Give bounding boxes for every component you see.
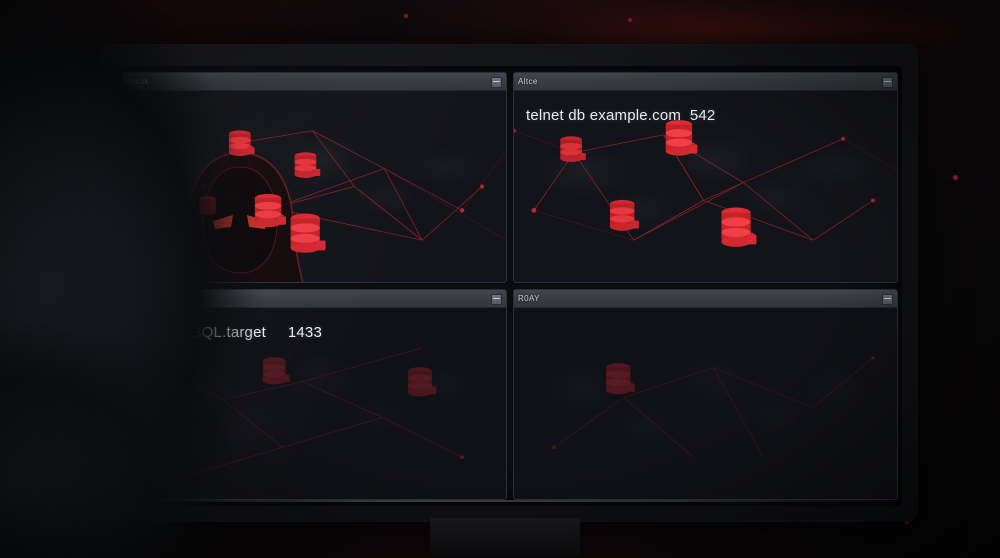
minimize-icon[interactable] bbox=[491, 294, 502, 305]
database-cylinder-icon bbox=[560, 120, 757, 247]
ambient-speck bbox=[404, 14, 408, 18]
panel-bottom-right-body bbox=[514, 308, 897, 499]
panel-bottom-right-title: R0AY bbox=[518, 294, 540, 303]
minimize-icon[interactable] bbox=[882, 77, 893, 88]
database-cylinder-icon bbox=[606, 363, 635, 394]
panel-bottom-right[interactable]: R0AY bbox=[513, 289, 898, 500]
panel-top-right-title: Altce bbox=[518, 77, 538, 86]
person-shoulder bbox=[0, 330, 230, 558]
ambient-speck bbox=[628, 18, 632, 22]
ambient-speck bbox=[953, 175, 958, 180]
minimize-icon[interactable] bbox=[491, 77, 502, 88]
monitor-stand bbox=[430, 518, 580, 558]
database-cylinder-icon bbox=[262, 357, 437, 397]
panel-bottom-right-titlebar[interactable]: R0AY bbox=[514, 290, 897, 308]
ambient-red-streak bbox=[540, 18, 960, 44]
panel-top-right-titlebar[interactable]: Altce bbox=[514, 73, 897, 91]
terminal-command-top-right: telnet db example.com 542 bbox=[526, 107, 716, 124]
minimize-icon[interactable] bbox=[882, 294, 893, 305]
panel-top-right-body: telnet db example.com 542 bbox=[514, 91, 897, 282]
database-layer-bottom-right bbox=[606, 363, 635, 394]
panel-top-right[interactable]: Altce bbox=[513, 72, 898, 283]
